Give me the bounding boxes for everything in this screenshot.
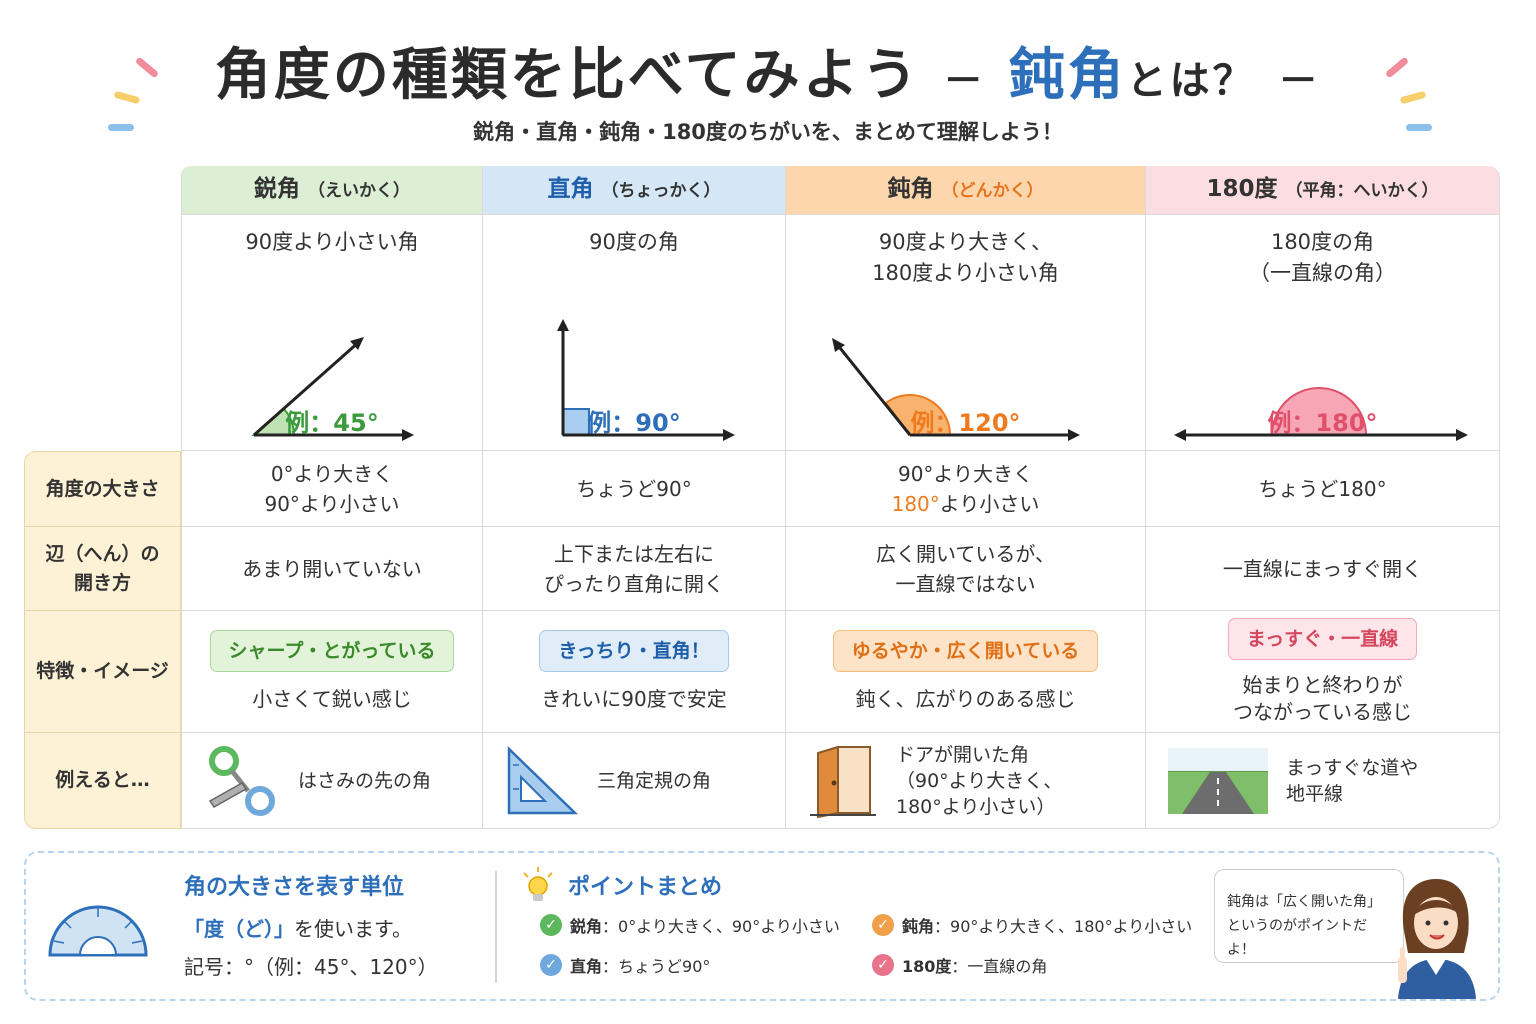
sparkle-decoration bbox=[1406, 124, 1432, 131]
example-straight: 例：180° bbox=[1267, 409, 1378, 437]
point-item-obtuse: ✓ 鈍角：90°より大きく、180°より小さい bbox=[872, 913, 1192, 937]
badge-straight: まっすぐ・一直線 bbox=[1227, 617, 1418, 660]
header-straight: 180度 （平角：へいかく） bbox=[1146, 166, 1500, 215]
sparkle-decoration bbox=[108, 124, 134, 131]
diagram-right: 90度の角 例：90° bbox=[483, 215, 786, 451]
straight-angle-diagram bbox=[1174, 387, 1468, 441]
example-right: 例：90° bbox=[587, 409, 681, 437]
feature-obtuse: ゆるやか・広く開いている 鈍く、広がりのある感じ bbox=[786, 611, 1146, 733]
point-item-acute: ✓ 鋭角：0°より大きく、90°より小さい bbox=[540, 913, 840, 937]
lightbulb-icon bbox=[523, 867, 553, 901]
title-tail: とは？ bbox=[1126, 58, 1256, 104]
feature-straight: まっすぐ・一直線 始まりと終わりが つながっている感じ bbox=[1146, 611, 1500, 733]
opening-obtuse: 広く開いているが、一直線ではない bbox=[786, 527, 1146, 611]
diagram-straight: 180度の角 （一直線の角） 例：180° bbox=[1146, 215, 1500, 451]
header-right: 直角 （ちょっかく） bbox=[483, 166, 786, 215]
right-angle-diagram bbox=[557, 319, 735, 441]
check-icon: ✓ bbox=[540, 954, 562, 976]
check-icon: ✓ bbox=[872, 954, 894, 976]
row-label-size: 角度の大きさ bbox=[24, 451, 181, 527]
analogy-straight: まっすぐな道や 地平線 bbox=[1146, 733, 1500, 829]
page-title: 角度の種類を比べてみよう － 鈍角とは？ － bbox=[0, 30, 1536, 111]
diagram-row-spacer bbox=[24, 215, 181, 451]
title-dash-left: － bbox=[943, 58, 987, 104]
feature-acute: シャープ・とがっている 小さくて鋭い感じ bbox=[181, 611, 483, 733]
header-obtuse: 鈍角 （どんかく） bbox=[786, 166, 1146, 215]
point-item-right: ✓ 直角：ちょうど90° bbox=[540, 953, 710, 977]
unit-line1: 「度（ど）」を使います。 bbox=[184, 917, 412, 941]
unit-title: 角の大きさを表す単位 bbox=[184, 875, 405, 900]
row-label-analogy: 例えると… bbox=[24, 733, 181, 829]
diagram-obtuse: 90度より大きく、 180度より小さい角 例：120° bbox=[786, 215, 1146, 451]
point-item-straight: ✓ 180度：一直線の角 bbox=[872, 953, 1047, 977]
analogy-acute: はさみの先の角 bbox=[181, 733, 483, 829]
panel-divider bbox=[495, 871, 497, 983]
comparison-table: 鋭角 （えいかく） 直角 （ちょっかく） 鈍角 （どんかく） 180度 （平角：… bbox=[24, 166, 1500, 829]
door-icon bbox=[810, 745, 876, 818]
example-acute: 例：45° bbox=[285, 409, 379, 437]
check-icon: ✓ bbox=[872, 914, 894, 936]
protractor-icon bbox=[48, 905, 148, 957]
badge-obtuse: ゆるやか・広く開いている bbox=[832, 629, 1099, 672]
opening-acute: あまり開いていない bbox=[181, 527, 483, 611]
title-main: 角度の種類を比べてみよう bbox=[214, 43, 921, 108]
speech-bubble: 鈍角は「広く開いた角」 というのがポイントだよ！ bbox=[1214, 869, 1404, 963]
opening-right: 上下または左右にぴったり直角に開く bbox=[483, 527, 786, 611]
scissors-icon bbox=[208, 745, 275, 816]
example-obtuse: 例：120° bbox=[910, 409, 1021, 437]
row-label-feature: 特徴・イメージ bbox=[24, 611, 181, 733]
unit-line2: 記号：°（例：45°、120°） bbox=[184, 955, 438, 979]
size-straight: ちょうど180° bbox=[1146, 451, 1500, 527]
table-corner bbox=[24, 166, 181, 215]
size-obtuse: 90°より大きく 180°より小さい bbox=[786, 451, 1146, 527]
badge-acute: シャープ・とがっている bbox=[209, 629, 455, 672]
teacher-avatar bbox=[1398, 879, 1476, 999]
title-dash-right: － bbox=[1278, 58, 1322, 104]
header-acute: 鋭角 （えいかく） bbox=[181, 166, 483, 215]
feature-right: きっちり・直角！ きれいに90度で安定 bbox=[483, 611, 786, 733]
summary-panel: 角の大きさを表す単位 「度（ど）」を使います。 記号：°（例：45°、120°）… bbox=[24, 851, 1500, 1001]
diagram-acute: 90度より小さい角 例：45° bbox=[181, 215, 483, 451]
check-icon: ✓ bbox=[540, 914, 562, 936]
analogy-obtuse: ドアが開いた角 （90°より大きく、 180°より小さい） bbox=[786, 733, 1146, 829]
subtitle: 鋭角・直角・鈍角・180度のちがいを、まとめて理解しよう！ bbox=[473, 120, 1063, 144]
analogy-right: 三角定規の角 bbox=[483, 733, 786, 829]
title-accent: 鈍角 bbox=[1008, 43, 1127, 108]
acute-angle-diagram bbox=[251, 337, 414, 441]
badge-right: きっちり・直角！ bbox=[539, 629, 729, 672]
row-label-opening: 辺（へん）の開き方 bbox=[24, 527, 181, 611]
size-right: ちょうど90° bbox=[483, 451, 786, 527]
obtuse-angle-diagram bbox=[832, 338, 1080, 441]
points-title: ポイントまとめ bbox=[568, 875, 723, 900]
opening-straight: 一直線にまっすぐ開く bbox=[1146, 527, 1500, 611]
road-icon bbox=[1168, 747, 1268, 814]
triangle-ruler-icon bbox=[507, 745, 579, 814]
